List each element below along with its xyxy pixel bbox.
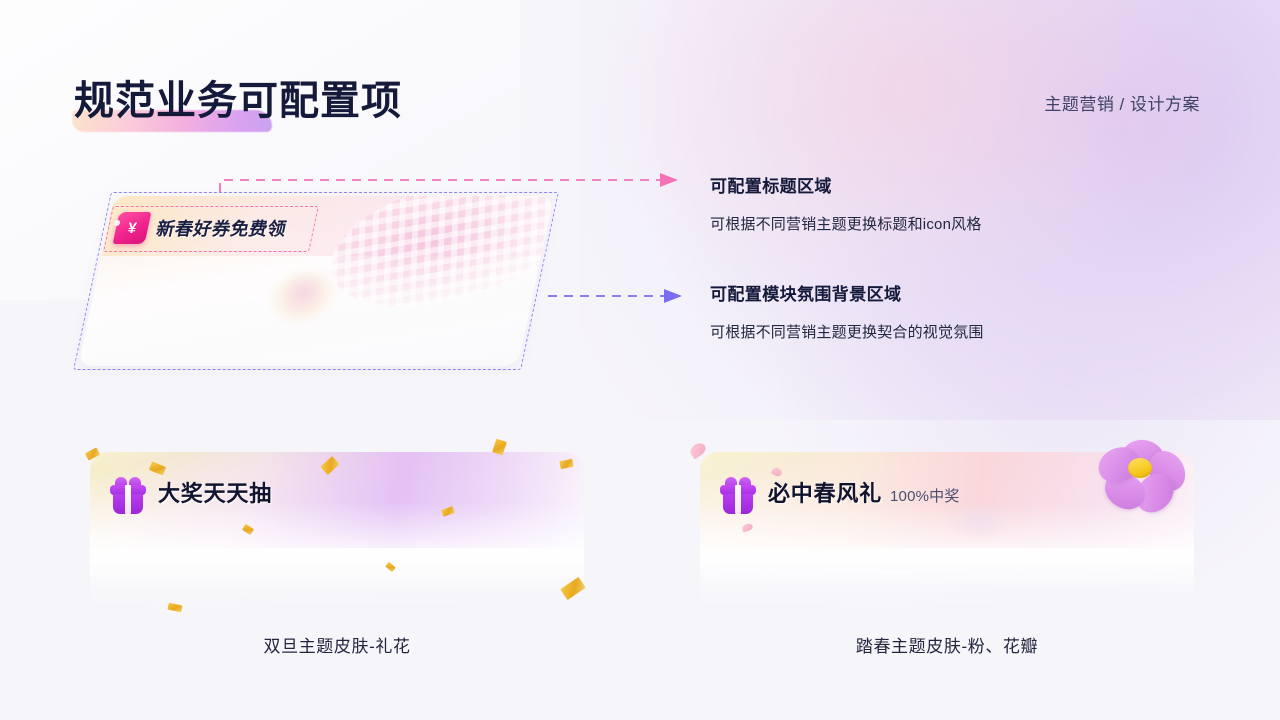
- gift-box-icon: [110, 476, 146, 514]
- gift-box-icon: [720, 476, 756, 514]
- card-fade-overlay: [700, 504, 1194, 596]
- showcase-card-title: 大奖天天抽: [158, 481, 273, 506]
- mockup-banner-title: 新春好券免费领: [154, 219, 289, 239]
- coupon-yen-symbol: ¥: [126, 219, 138, 237]
- mockup-title-row: ¥ 新春好券免费领: [112, 212, 290, 244]
- annotation-heading: 可配置标题区域: [710, 177, 832, 196]
- flower-icon: [1092, 437, 1193, 521]
- gift-bow-left: [115, 477, 127, 487]
- gift-bow-right: [739, 477, 751, 487]
- gift-bow-left: [725, 477, 737, 487]
- showcase-card-left-body: [90, 452, 584, 620]
- showcase-card-right[interactable]: 必中春风礼 100%中奖: [688, 437, 1194, 620]
- connector-arrow-title: [219, 173, 678, 192]
- annotation-body: 可根据不同营销主题更换契合的视觉氛围: [710, 324, 984, 341]
- annotation-title-region: 可配置标题区域 可根据不同营销主题更换标题和icon风格: [710, 172, 982, 234]
- showcase-caption-right: 踏春主题皮肤-粉、花瓣: [855, 637, 1039, 656]
- showcase-card-title: 必中春风礼: [768, 481, 883, 506]
- annotation-background-region: 可配置模块氛围背景区域 可根据不同营销主题更换契合的视觉氛围: [710, 280, 984, 342]
- annotation-body: 可根据不同营销主题更换标题和icon风格: [710, 216, 982, 233]
- gift-bow-right: [129, 477, 141, 487]
- background-gradient-pink: [600, 0, 1220, 300]
- showcase-card-left-header: 大奖天天抽: [110, 476, 272, 514]
- breadcrumb: 主题营销 / 设计方案: [1044, 95, 1200, 114]
- showcase-card-left[interactable]: 大奖天天抽: [84, 438, 586, 620]
- page-title: 规范业务可配置项: [74, 79, 402, 123]
- mockup-module: ¥ 新春好券免费领: [73, 190, 598, 380]
- card-fade-overlay: [90, 502, 584, 592]
- connector-arrow-background: [548, 289, 682, 303]
- showcase-card-subtitle: 100%中奖: [890, 488, 960, 505]
- showcase-caption-left: 双旦主题皮肤-礼花: [263, 637, 411, 656]
- gift-ribbon: [735, 485, 741, 514]
- annotation-heading: 可配置模块氛围背景区域: [710, 285, 902, 304]
- coupon-yen-icon: ¥: [112, 212, 152, 244]
- flower-center: [1128, 458, 1152, 478]
- showcase-card-right-header: 必中春风礼 100%中奖: [720, 476, 960, 514]
- gift-ribbon: [125, 485, 131, 514]
